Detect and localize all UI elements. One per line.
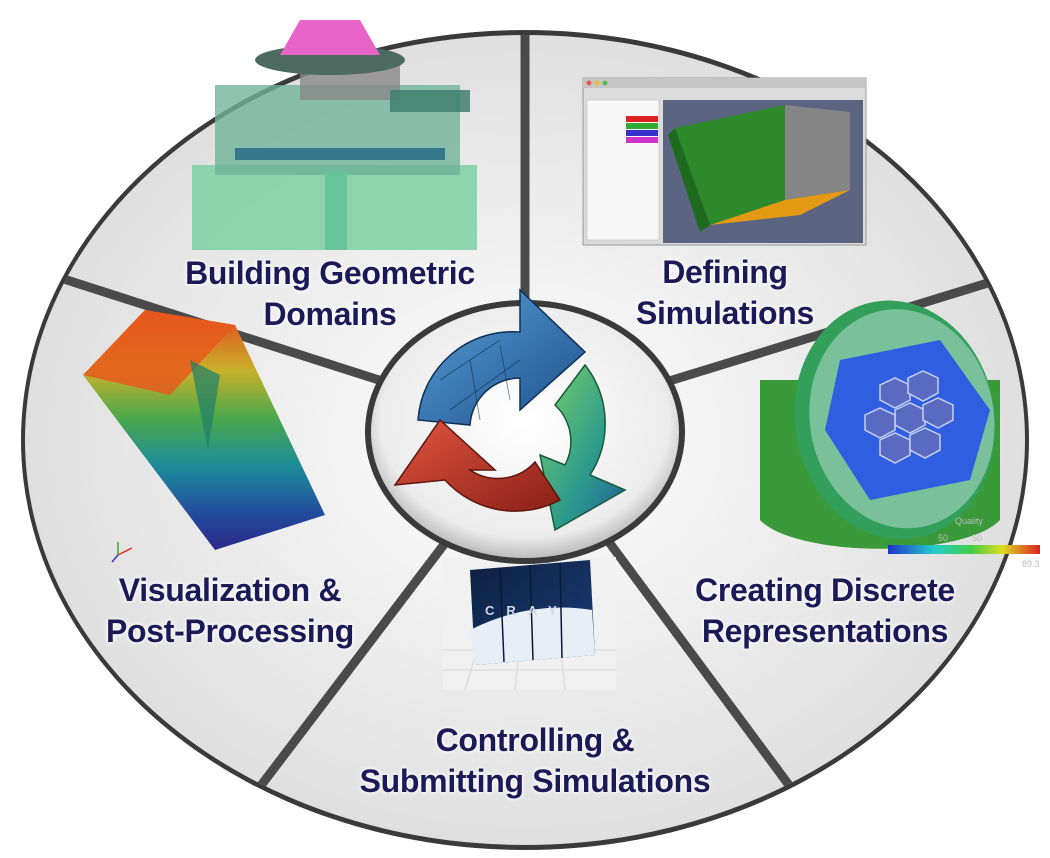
discrete-thumbnail	[760, 300, 1040, 554]
colorbar-tick: 50	[938, 533, 948, 543]
label-defining-simulations: Defining Simulations	[585, 252, 865, 334]
label-line: Submitting Simulations	[359, 763, 711, 799]
label-line: Building Geometric	[185, 255, 475, 291]
defining-thumbnail	[582, 77, 867, 246]
label-visualization-post-processing: Visualization & Post-Processing	[70, 570, 390, 652]
label-building-geometric-domains: Building Geometric Domains	[130, 253, 530, 335]
label-line: Controlling &	[435, 722, 635, 758]
building-thumbnail	[192, 20, 477, 250]
cray-logo: CRAY	[485, 603, 569, 618]
label-controlling-submitting-simulations: Controlling & Submitting Simulations	[330, 720, 740, 802]
visualization-thumbnail	[83, 310, 325, 563]
label-line: Simulations	[635, 295, 815, 331]
label-creating-discrete-representations: Creating Discrete Representations	[660, 570, 990, 652]
label-line: Creating Discrete	[695, 572, 955, 608]
colorbar-tick-max: 89.3	[1022, 559, 1040, 569]
axes-triad-icon	[111, 542, 133, 563]
label-line: Domains	[263, 296, 397, 332]
label-line: Defining	[662, 254, 788, 290]
controlling-thumbnail: CRAY	[443, 557, 616, 691]
colorbar-tick: 50	[972, 533, 982, 543]
recycle-arrows-icon	[393, 288, 627, 532]
mesh-colorbar-labels: Quality 50 50 89.3	[938, 516, 1040, 569]
colorbar-title: Quality	[955, 516, 984, 526]
label-line: Representations	[701, 613, 949, 649]
label-line: Post-Processing	[105, 613, 355, 649]
label-line: Visualization &	[118, 572, 342, 608]
